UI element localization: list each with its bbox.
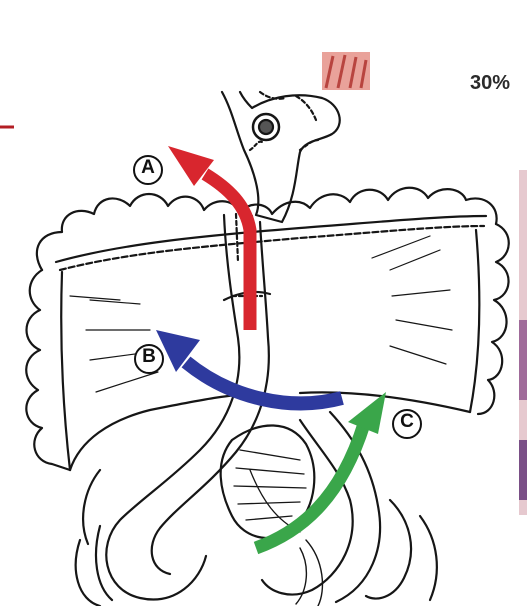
- arrow-c: [256, 392, 386, 548]
- label-a: A: [133, 155, 163, 185]
- small-bowel: [106, 215, 239, 599]
- descending-colon: [478, 224, 509, 414]
- label-c: C: [392, 409, 422, 439]
- label-b: B: [134, 344, 164, 374]
- ascending-colon: [26, 270, 70, 470]
- percent-label: 30%: [470, 72, 510, 95]
